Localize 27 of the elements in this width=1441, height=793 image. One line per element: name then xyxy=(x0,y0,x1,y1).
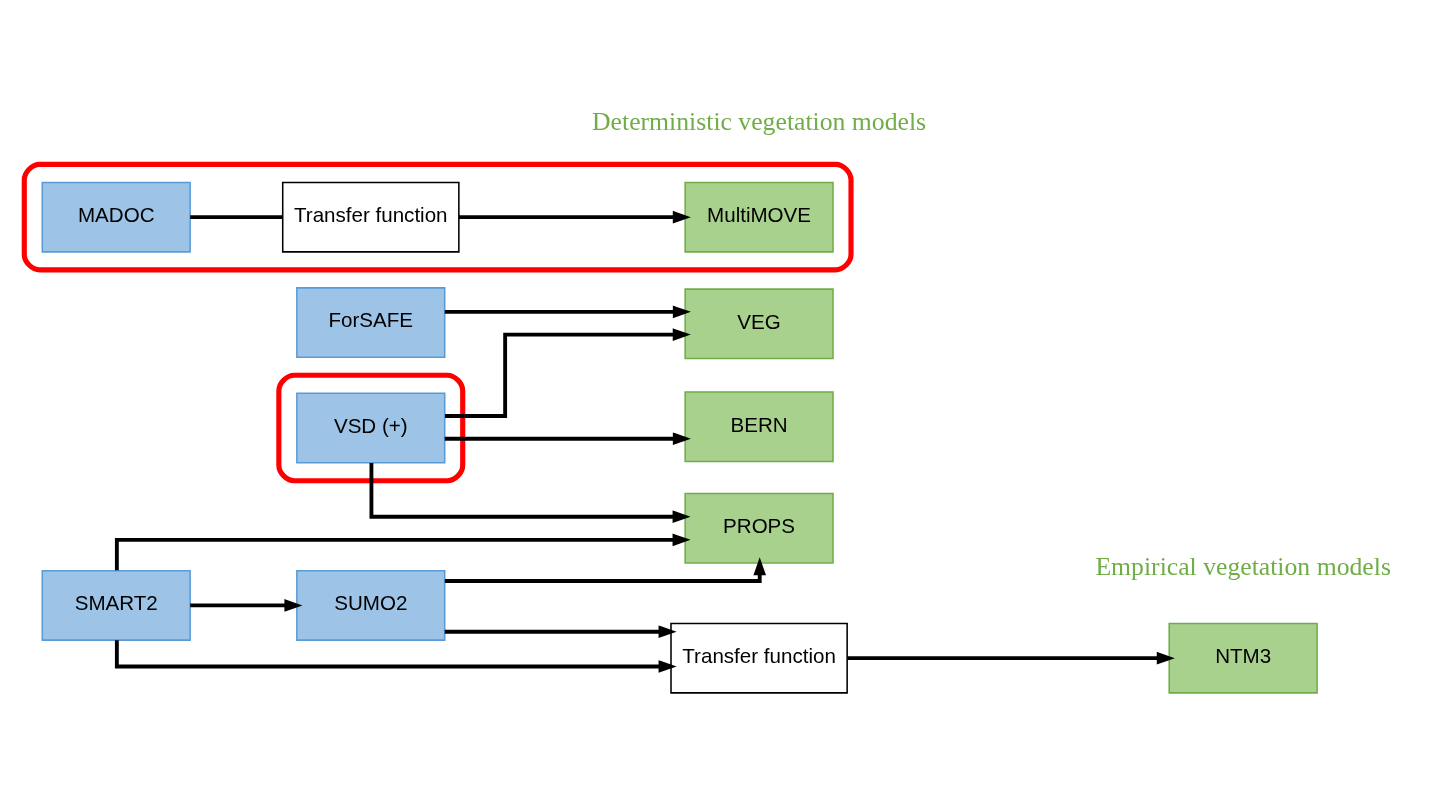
arrow xyxy=(444,625,677,639)
node-box: Transfer function xyxy=(281,181,460,253)
arrow xyxy=(445,328,691,418)
node-box: ForSAFE xyxy=(296,287,446,359)
connector xyxy=(190,215,283,220)
arrow xyxy=(847,651,1175,665)
node-box: SMART2 xyxy=(41,569,191,641)
arrow xyxy=(190,599,303,612)
arrow xyxy=(458,210,691,224)
arrow xyxy=(444,305,691,319)
arrow xyxy=(444,557,767,583)
cluster xyxy=(276,372,466,484)
node-box: SUMO2 xyxy=(296,569,446,641)
cluster xyxy=(21,161,854,273)
label: Empirical vegetation models xyxy=(1095,551,1391,581)
arrow xyxy=(114,533,691,571)
arrow xyxy=(369,463,691,524)
node-box: PROPS xyxy=(684,492,834,564)
node-box: VEG xyxy=(684,288,834,360)
node-box: VSD (+) xyxy=(296,392,446,464)
node-box: BERN xyxy=(684,391,834,463)
label: Deterministic vegetation models xyxy=(592,106,927,136)
node-box: MADOC xyxy=(41,181,191,253)
node-box: NTM3 xyxy=(1168,622,1318,694)
arrow xyxy=(444,432,691,446)
node-box: Transfer function xyxy=(670,622,848,694)
node-box: MultiMOVE xyxy=(684,181,834,253)
